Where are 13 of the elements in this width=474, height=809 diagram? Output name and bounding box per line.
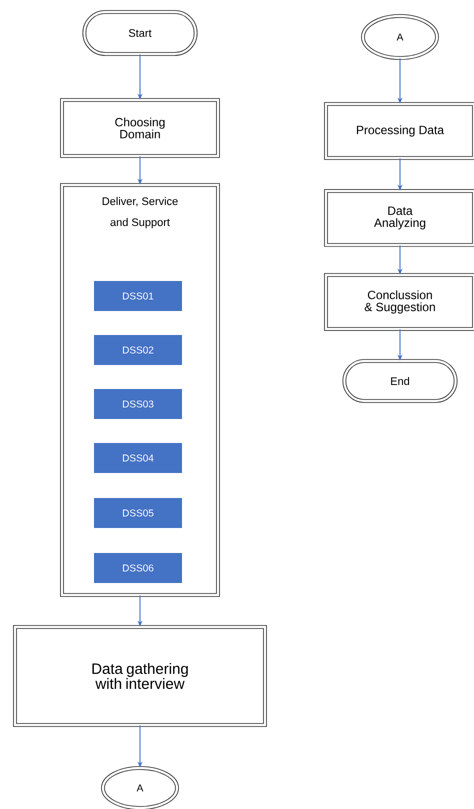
process-box: Choosing Domain <box>60 98 220 158</box>
step-tag: DSS03 <box>94 389 182 419</box>
process-box: Data gathering with interview <box>13 625 267 727</box>
process-box: Data Analyzing <box>324 189 474 247</box>
step-tag: DSS02 <box>94 335 182 365</box>
step-tag: DSS01 <box>94 281 182 311</box>
terminal-box: End <box>342 359 458 403</box>
step-tag: DSS06 <box>94 553 182 583</box>
step-tag: DSS04 <box>94 443 182 473</box>
process-box: Conclussion & Suggestion <box>324 273 474 331</box>
terminal-box: Start <box>82 10 198 56</box>
step-tag: DSS05 <box>94 498 182 528</box>
process-box: Processing Data <box>324 102 474 160</box>
